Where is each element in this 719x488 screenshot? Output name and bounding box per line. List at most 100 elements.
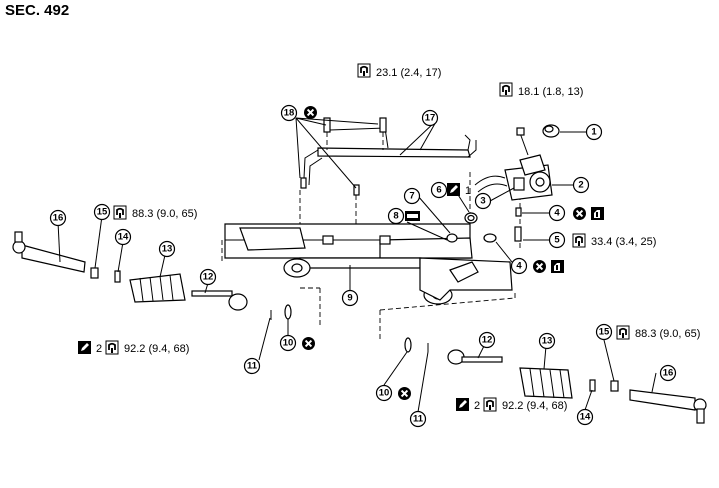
torque-spec-lock-nut-right: 88.3 (9.0, 65) [635, 328, 700, 340]
svg-text:11: 11 [413, 414, 424, 425]
do-not-reuse-icon [303, 105, 318, 120]
washer-right [404, 337, 429, 353]
svg-text:13: 13 [162, 244, 173, 255]
callout-10-left: 10 [279, 334, 297, 352]
svg-text:17: 17 [425, 113, 436, 124]
svg-text:3: 3 [480, 196, 485, 207]
callout-16-left: 16 [49, 209, 67, 227]
torque-wrench-icon [113, 205, 127, 220]
svg-text:15: 15 [599, 327, 610, 338]
callout-1: 1 [585, 123, 603, 141]
callout-12-left: 12 [199, 268, 217, 286]
apply-lubricant-icon [447, 183, 460, 196]
callout-18: 18 [280, 104, 298, 122]
callout-9: 9 [341, 289, 359, 307]
outer-socket-right [629, 389, 707, 424]
callout-11-left: 11 [243, 357, 261, 375]
cap-part-1 [542, 124, 560, 138]
callout-7: 7 [403, 187, 421, 205]
outer-socket-left [12, 231, 86, 273]
lube-ref-inner-left: 2 [96, 343, 102, 355]
inner-socket-right [447, 349, 503, 365]
callout-2: 2 [572, 176, 590, 194]
svg-text:12: 12 [203, 272, 214, 283]
do-not-reuse-icon [572, 206, 587, 221]
callout-14-left: 14 [114, 228, 132, 246]
svg-text:18: 18 [284, 108, 295, 119]
svg-text:8: 8 [393, 211, 398, 222]
seal-part-7 [446, 233, 458, 243]
torque-wrench-icon [499, 82, 513, 97]
o-ring-part-4 [483, 233, 497, 243]
do-not-reuse-icon [532, 259, 547, 274]
hydraulic-pipe-assembly [303, 127, 477, 186]
callout-5: 5 [548, 231, 566, 249]
svg-text:13: 13 [542, 336, 553, 347]
inner-socket-left [191, 290, 248, 311]
sealant-icon [551, 260, 564, 273]
svg-text:11: 11 [247, 361, 258, 372]
torque-wrench-icon [105, 340, 119, 355]
callout-13-left: 13 [158, 240, 176, 258]
callout-8: 8 [387, 207, 405, 225]
apply-lubricant-icon [456, 398, 469, 411]
callout-10-right: 10 [375, 384, 393, 402]
svg-text:1: 1 [591, 127, 597, 138]
svg-text:15: 15 [97, 207, 108, 218]
torque-spec-pipe-bolts: 23.1 (2.4, 17) [376, 67, 441, 79]
svg-text:14: 14 [118, 232, 129, 243]
steering-gear-housing [224, 223, 513, 305]
torque-wrench-icon [357, 63, 371, 78]
svg-text:2: 2 [578, 180, 583, 191]
svg-text:12: 12 [482, 335, 493, 346]
sealant-icon [591, 207, 604, 220]
torque-wrench-icon [483, 397, 497, 412]
callout-3: 3 [474, 192, 492, 210]
do-not-reuse-icon [397, 386, 412, 401]
svg-text:16: 16 [663, 368, 674, 379]
svg-text:16: 16 [53, 213, 64, 224]
torque-wrench-icon [616, 325, 630, 340]
boot-clamp-right [589, 379, 596, 392]
liquid-gasket-icon [405, 211, 420, 221]
torque-spec-inner-left: 92.2 (9.4, 68) [124, 343, 189, 355]
apply-lubricant-icon [78, 341, 91, 354]
control-valve [474, 154, 553, 201]
callout-17: 17 [421, 109, 439, 127]
mount-bolt-part-5 [514, 207, 522, 242]
leader-lines [57, 117, 657, 413]
valve-bolt [516, 127, 529, 156]
callout-12-right: 12 [478, 331, 496, 349]
torque-spec-mount: 33.4 (3.4, 25) [591, 236, 656, 248]
callout-14-right: 14 [576, 408, 594, 426]
o-ring-part-6 [464, 212, 478, 224]
svg-text:7: 7 [409, 191, 414, 202]
torque-wrench-icon [572, 233, 586, 248]
callout-11-right: 11 [409, 410, 427, 428]
svg-text:10: 10 [379, 388, 390, 399]
lock-nut-left [90, 267, 99, 279]
svg-text:9: 9 [347, 293, 352, 304]
boot-clamp-left [114, 270, 121, 283]
boot-right [519, 367, 573, 399]
boot-left [129, 273, 186, 303]
svg-text:5: 5 [554, 235, 560, 246]
lube-ref-inner-right: 2 [474, 400, 480, 412]
lock-nut-right [610, 380, 619, 392]
svg-text:4: 4 [554, 208, 560, 219]
svg-text:14: 14 [580, 412, 591, 423]
callout-4-bottom: 4 [510, 257, 528, 275]
svg-text:10: 10 [283, 338, 294, 349]
torque-spec-inner-right: 92.2 (9.4, 68) [502, 400, 567, 412]
callout-16-right: 16 [659, 364, 677, 382]
callout-15-left: 15 [93, 203, 111, 221]
svg-text:6: 6 [436, 185, 441, 196]
section-title: SEC. 492 [5, 2, 70, 19]
washer-left [270, 304, 292, 320]
callout-6: 6 [430, 181, 448, 199]
do-not-reuse-icon [301, 336, 316, 351]
torque-spec-valve-bolt: 18.1 (1.8, 13) [518, 86, 583, 98]
callout-4-top: 4 [548, 204, 566, 222]
torque-spec-lock-nut-left: 88.3 (9.0, 65) [132, 208, 197, 220]
